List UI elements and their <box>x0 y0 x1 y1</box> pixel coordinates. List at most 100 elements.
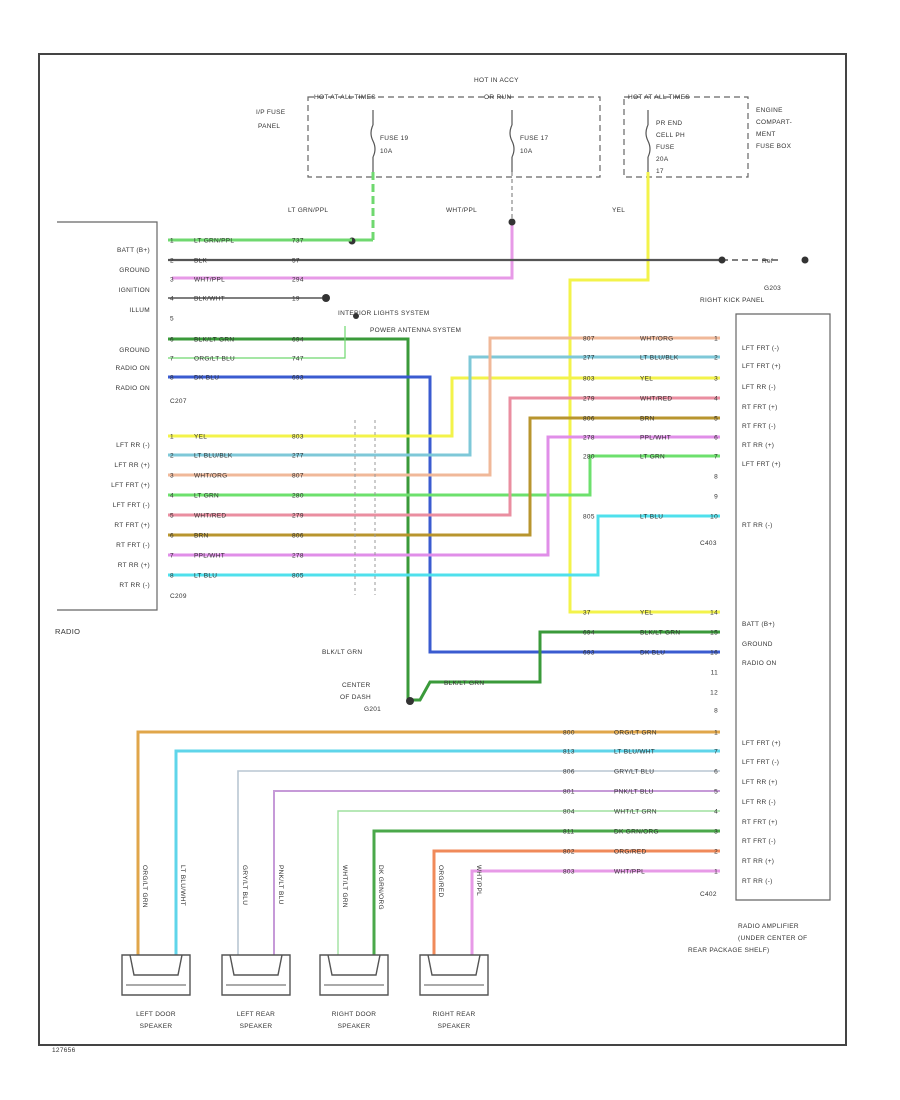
hot-in-accy-label: HOT IN ACCY <box>474 77 519 84</box>
amp-output-circuit: 802 <box>563 849 575 856</box>
speaker-icon <box>121 954 191 996</box>
amp-input-circuit: 277 <box>583 355 595 362</box>
amp-input-circuit: 278 <box>583 435 595 442</box>
speaker-wire-label: WHT/LT GRN <box>341 865 348 908</box>
c209-wire-color: BRN <box>194 533 209 540</box>
c209-pin-number: 8 <box>170 573 174 580</box>
c207-wire-color: BLK <box>194 258 208 265</box>
amp-pin-label: LFT FRT (-) <box>742 759 779 766</box>
engine-fuse-box-label-3: MENT <box>756 131 776 138</box>
amp-input-wire-color: WHT/RED <box>640 396 672 403</box>
hot-at-all-times-left: HOT AT ALL TIMES <box>314 94 376 101</box>
power-antenna-label: POWER ANTENNA SYSTEM <box>370 327 461 334</box>
amp-output-pin: 7 <box>714 749 718 756</box>
connector-c207: C207 <box>170 398 187 405</box>
c207-wire-color: BLK/LT GRN <box>194 337 234 344</box>
maxi-fuse-label-3: FUSE <box>656 144 675 151</box>
amp-power-wire-color: BLK/LT GRN <box>640 630 680 637</box>
amp-output-circuit: 806 <box>563 769 575 776</box>
c207-circuit-number: 693 <box>292 375 304 382</box>
amp-pin-label: RT FRT (+) <box>742 819 778 826</box>
ground-g203-label: G203 <box>764 285 781 292</box>
c207-circuit-number: 57 <box>292 258 300 265</box>
amp-pin-labels-lower: LFT FRT (+)LFT FRT (-)LFT RR (+)LFT RR (… <box>742 740 781 885</box>
amp-pin-label: RT RR (+) <box>742 858 774 865</box>
center-dash-label-2: OF DASH <box>340 694 371 701</box>
fuse-19-rating: 10A <box>380 148 393 155</box>
amp-output-pin: 1 <box>714 730 718 737</box>
amp-output-wire-color: DK GRN/ORG <box>614 829 659 836</box>
fuse-17-rating: 10A <box>520 148 533 155</box>
engine-fuse-box-label-1: ENGINE <box>756 107 783 114</box>
radio-pin-label: LFT RR (+) <box>114 462 150 469</box>
amp-output-circuit: 811 <box>563 829 574 836</box>
speaker-label: SPEAKER <box>338 1023 371 1030</box>
c207-pin-number: 6 <box>170 337 174 344</box>
amp-input-circuit: 806 <box>583 416 595 423</box>
amp-input-circuit: 805 <box>583 514 595 521</box>
c207-pin-number: 1 <box>170 238 174 245</box>
c207-pin-number: 3 <box>170 277 174 284</box>
amp-desc-3: REAR PACKAGE SHELF) <box>688 947 769 954</box>
c209-pin-number: 2 <box>170 453 174 460</box>
c207-wire-color: WHT/PPL <box>194 277 225 284</box>
amp-input-pin: 5 <box>714 416 718 423</box>
amp-input-wire-color: LT GRN <box>640 454 665 461</box>
amp-pin-label: BATT (B+) <box>742 621 775 628</box>
amp-pin-label: LFT RR (-) <box>742 384 776 391</box>
speaker-label: SPEAKER <box>438 1023 471 1030</box>
feed-label-yel: YEL <box>612 207 625 214</box>
amp-input-wire-color: LT BLU/BLK <box>640 355 679 362</box>
amp-pin-label: RADIO ON <box>742 660 777 667</box>
radio-pin-label: RADIO ON <box>115 365 150 372</box>
radio-pin-label: RT FRT (-) <box>116 542 150 549</box>
fuse-block: HOT AT ALL TIMES HOT IN ACCY OR RUN HOT … <box>256 77 792 178</box>
blk-grn-label: BLK/LT GRN <box>322 649 362 656</box>
maxi-fuse-label-5: 17 <box>656 168 664 175</box>
c207-pin-number: 4 <box>170 296 174 303</box>
c209-wire-color: WHT/ORG <box>194 473 228 480</box>
c207-wire-color: ORG/LT BLU <box>194 356 235 363</box>
maxi-fuse-label-2: CELL PH <box>656 132 685 139</box>
radio-unit: RADIO C207 C209 BATT (B+)GROUNDIGNITIONI… <box>55 221 187 636</box>
engine-fuse-box-label-4: FUSE BOX <box>756 143 792 150</box>
radio-pin-label: LFT RR (-) <box>116 442 150 449</box>
g201-ground <box>406 697 414 705</box>
radio-pin-label: LFT FRT (+) <box>111 482 150 489</box>
amp-input-circuit: 280 <box>583 454 595 461</box>
connector-c403: C403 <box>700 540 717 547</box>
splice-wht-ppl <box>508 218 516 226</box>
amp-output-pin: 1 <box>714 869 718 876</box>
amp-pin-label: LFT FRT (-) <box>742 345 779 352</box>
amp-power-circuit: 693 <box>583 650 595 657</box>
amp-power-circuit: 694 <box>583 630 595 637</box>
feed-label-lt-grn-ppl: LT GRN/PPL <box>288 207 328 214</box>
amp-power-pin: 14 <box>710 610 718 617</box>
ground-terminal <box>801 256 809 264</box>
diagram-frame <box>38 53 847 1046</box>
speaker-wire-label: WHT/PPL <box>475 865 482 896</box>
radio-pin-labels-bottom: LFT RR (-)LFT RR (+)LFT FRT (+)LFT FRT (… <box>111 442 150 589</box>
amp-output-wire-color: WHT/LT GRN <box>614 809 657 816</box>
amp-power-pin: 12 <box>710 690 718 697</box>
amp-input-wire-color: LT BLU <box>640 514 663 521</box>
amp-power-circuit: 37 <box>583 610 591 617</box>
amp-pin-label: LFT FRT (+) <box>742 740 781 747</box>
footer-id: 127656 <box>52 1047 76 1054</box>
speaker-label: RIGHT DOOR <box>332 1011 376 1018</box>
amp-power-pin: 11 <box>711 670 718 677</box>
amp-input-pin: 6 <box>714 435 718 442</box>
fuse-17-icon <box>509 110 515 172</box>
c209-pin-number: 5 <box>170 513 174 520</box>
speaker-label: LEFT REAR <box>237 1011 275 1018</box>
c209-wire-color: YEL <box>194 434 207 441</box>
amp-power-pin: 8 <box>714 708 718 715</box>
amp-input-pin: 10 <box>710 514 718 521</box>
amp-output-pin: 5 <box>714 789 718 796</box>
amp-output-circuit: 800 <box>563 730 575 737</box>
c209-wire-color: PPL/WHT <box>194 553 225 560</box>
speaker-label: SPEAKER <box>240 1023 273 1030</box>
